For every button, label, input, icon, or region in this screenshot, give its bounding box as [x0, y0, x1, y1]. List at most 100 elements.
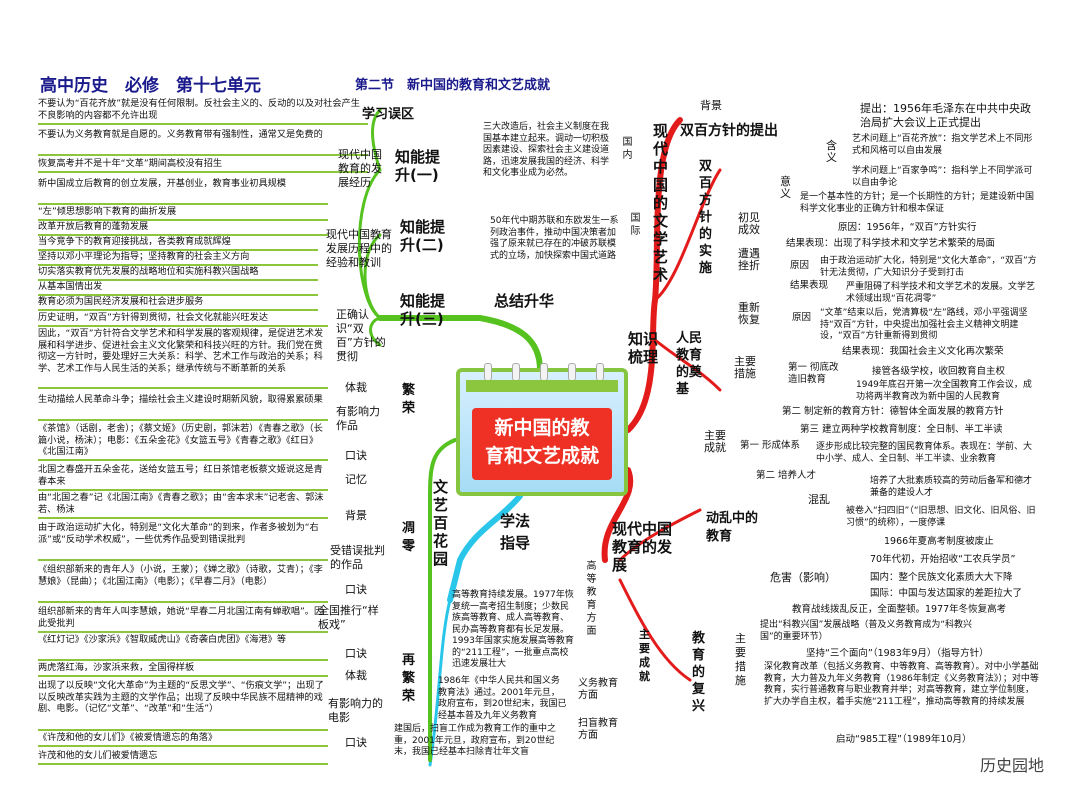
initial-label: 初见成效 — [738, 211, 760, 236]
watermark: 历史园地 — [979, 756, 1044, 775]
revival-label: 教育的复兴 — [691, 631, 705, 714]
harm-label: 危害（影响） — [770, 571, 836, 584]
wither-rhyme: 组织部新来的青年人叫李慧娘，她说“早春二月北国江南有蝉歌唱”。因此受批判 — [38, 606, 328, 633]
ability3-label: 知能提升(三) — [400, 292, 446, 328]
wither-crit-label: 受错误批判的作品 — [330, 544, 385, 571]
meaning-label: 含义 — [826, 139, 837, 164]
ability1-item: 改革开放后教育的蓬勃发展 — [38, 221, 328, 236]
h3: 国际：中国与发达国家的差距拉大了 — [870, 588, 1023, 599]
domestic-text: 三大改造后，社会主义制度在我国基本建立起来。调动一切积极因素建设、探索社会主义建… — [483, 122, 610, 178]
revive-genre-label: 体裁 — [345, 669, 367, 682]
flourish-memo: 由“北国之春”记《北国江南》《青春之歌》；由“舍本求末”记老舍、郭沫若、杨沫 — [38, 492, 328, 519]
recover-result: 结果表现：我国社会主义文化再次繁荣 — [842, 346, 1004, 357]
mistakes-label: 学习误区 — [362, 107, 415, 122]
m3: 第三 建立两种学校教育制度：全日制、半工半读 — [800, 424, 1003, 435]
mistake-item: 不要认为义务教育就是自愿的。义务教育带有强制性，通常又是免费的 — [38, 129, 368, 156]
ability2-item: 切实落实教育优先发展的战略地位和实施科教兴国战略 — [38, 266, 318, 281]
revive-rhyme-label: 口诀 — [345, 736, 367, 749]
impl-label: 双百方针的实施 — [698, 159, 712, 276]
wither-model: 《红灯记》《沙家浜》《智取威虎山》《奇袭白虎团》《海港》等 — [38, 634, 328, 661]
r2: 坚持“三个面向”（1983年9月）（指导方针） — [806, 648, 989, 659]
revive-label: 再繁荣 — [401, 653, 415, 704]
policy-proposed: 提出：1956年毛泽东在中共中央政治局扩大会议上正式提出 — [860, 102, 1031, 129]
setback-result: 严重阻碍了科学技术和文学艺术的发展。文学艺术领域出现“百花凋零” — [846, 282, 1036, 304]
central-topic-line2: 育和文艺成就 — [484, 445, 599, 467]
turmoil-label: 动乱中的教育 — [706, 511, 759, 544]
central-topic-line1: 新中国的教 — [494, 417, 590, 439]
wither-crit: 《组织部新来的青年人》（小说，王蒙）；《婵之歌》（诗歌，艾青）；《李慧娘》（昆曲… — [38, 564, 328, 603]
ability2-item: 教育必须为国民经济发展和社会进步服务 — [38, 296, 318, 311]
policy-label: 双百方针的提出 — [680, 123, 778, 139]
flourish-label: 繁荣 — [401, 383, 415, 416]
ability2-item: 当今竞争下的教育迎接挑战，各类教育成就辉煌 — [38, 236, 318, 251]
ability3-sub: 正确认识“双百”方针的贯彻 — [336, 308, 386, 363]
bg-label: 背景 — [700, 99, 722, 112]
flourish-rhyme: 北国之春盛开五朵金花，送给女篮五号；红日茶馆老板蔡文姬说这是青春本来 — [38, 464, 328, 491]
a2-label: 第二 培养人才 — [756, 470, 817, 481]
wither-rhyme2: 两虎落红海，沙家浜来救，全国得样板 — [38, 662, 328, 677]
wither-bg: 由于政治运动扩大化，特别是“文化大革命”的到来，作者多被划为“右派”或“反动学术… — [38, 522, 328, 561]
people-edu-label: 人民教育的奠基 — [676, 331, 703, 397]
intl-label: 国际 — [630, 213, 641, 237]
literacy-text: 建国后，扫盲工作成为教育工作的重中之重，2001年元旦，政府宣布，到20世纪末，… — [394, 724, 557, 757]
revival-measure-label: 主要措施 — [735, 632, 746, 687]
ability1-label: 知能提升(一) — [395, 148, 441, 184]
flourish-rhyme-label: 口诀 — [345, 449, 367, 462]
sig-label: 意义 — [780, 175, 791, 200]
a2: 培养了大批素质较高的劳动后备军和德才兼备的建设人才 — [870, 476, 1033, 498]
higher-label: 高等教育方面 — [586, 561, 597, 637]
branch-education: 现代中国教育的发展 — [612, 520, 673, 574]
revive-film: 《许茂和他的女儿们》《被爱情遗忘的角落》 — [38, 732, 328, 747]
wither-rhyme-label: 口诀 — [345, 583, 367, 596]
branch-lit-art: 现代中国的文学艺术 — [652, 122, 668, 284]
initial-result: 结果表现：出现了科学技术和文学艺术繁荣的局面 — [786, 238, 996, 249]
meaning-sci: 学术问题上“百家争鸣”：指科学上不同学派可以自由争论 — [852, 166, 1033, 188]
revive-film-label: 有影响力的电影 — [328, 697, 383, 724]
wither-label: 凋零 — [401, 521, 415, 554]
ability3-item: 因此，“双百”方针符合文学艺术和科学发展的客观规律，是促进艺术发展和科学进步、促… — [38, 328, 328, 389]
flourish-genre: 生动描绘人民革命斗争；描绘社会主义建设时期新风貌，取得累累硕果 — [38, 394, 328, 421]
h2: 国内：整个民族文化素质大大下降 — [870, 572, 1013, 583]
branch-knowledge: 知识 梳理 — [627, 330, 658, 366]
flourish-works-label: 有影响力作品 — [336, 405, 380, 432]
setback-cause-label: 原因 — [790, 260, 810, 271]
ability1-item: 新中国成立后教育的创立发展，开基创业，教育事业初具规模 — [38, 178, 328, 205]
ability2-item: 从基本国情出发 — [38, 281, 318, 296]
domestic-label: 国内 — [622, 137, 633, 161]
branch-literature: 文艺百花园 — [432, 478, 448, 568]
sig-text: 是一个基本性的方针；是一个长期性的方针；是建设新中国科学文化事业的正确方针和根本… — [800, 192, 1035, 214]
h1: 70年代初，开始招收“工农兵学员” — [870, 554, 1016, 565]
ability3-item: 历史证明，“双百”方针得到贯彻，社会文化就能兴旺发达 — [38, 312, 328, 327]
literacy-label: 扫盲教育方面 — [578, 718, 618, 741]
setback-result-label: 结果表现 — [790, 280, 829, 291]
wither-model-label: 全国推行“样板戏” — [318, 604, 379, 631]
m1b: 1949年底召开第一次全国教育工作会议，成功将两半教育改为新中国的人民教育 — [856, 380, 1032, 402]
flourish-works: 《茶馆》（话剧，老舍）；《蔡文姬》（历史剧，郭沫若）《青春之歌》（长篇小说，杨沫… — [38, 423, 328, 461]
wither-bg-label: 背景 — [345, 509, 367, 522]
ability2-item: 坚持以邓小平理论为指导；坚持教育的社会主义方向 — [38, 251, 318, 266]
intl-text: 50年代中期苏联和东欧发生一系列政治事件，推动中国决策者加强了原来就已存在的冲破… — [490, 216, 619, 261]
h0: 1966年夏高考制度被废止 — [884, 536, 994, 547]
central-topic: 新中国的教育和文艺成就 — [456, 363, 628, 496]
recover-label: 重新恢复 — [738, 301, 760, 326]
unit-title: 高中历史 必修 第十七单元 — [40, 76, 261, 96]
section-title: 第二节 新中国的教育和文艺成就 — [355, 78, 551, 93]
ability2-label: 知能提升(二) — [400, 218, 446, 254]
measures-label: 主要措施 — [734, 355, 756, 380]
compulsory-text: 1986年《中华人民共和国义务教育法》通过。2001年元旦，政府宣布，到20世纪… — [438, 676, 567, 721]
revive-rhyme: 许茂和他的女儿们被爱情遗忘 — [38, 750, 328, 765]
setback-label: 遭遇挫折 — [738, 247, 760, 272]
r4: 启动“985工程”（1989年10月） — [836, 734, 972, 745]
branch-summary: 总结升华 — [494, 292, 555, 310]
r0: 教育战线拨乱反正，全面整顿。1977年冬恢复高考 — [792, 604, 1007, 615]
ability1-sub: 现代中国教育的发展经历 — [338, 148, 382, 189]
chaos-label: 混乱 — [808, 493, 830, 506]
achieve-label: 主要成就 — [704, 429, 726, 454]
wither-rhyme2-label: 口诀 — [345, 647, 367, 660]
meaning-art: 艺术问题上“百花齐放”：指文学艺术上不同形式和风格可以自由发展 — [852, 134, 1033, 156]
r1: 提出“科教兴国”发展战略（普及义务教育成为“科教兴国”的重要环节） — [760, 620, 972, 642]
m2: 第二 制定新的教育方针：德智体全面发展的教育方针 — [782, 406, 1004, 417]
ability1-item: “左”倾思想影响下教育的曲折发展 — [38, 206, 328, 221]
initial-cause: 原因：1956年，“双百”方针实行 — [838, 222, 977, 233]
a1-label: 第一 形成体系 — [740, 440, 801, 451]
